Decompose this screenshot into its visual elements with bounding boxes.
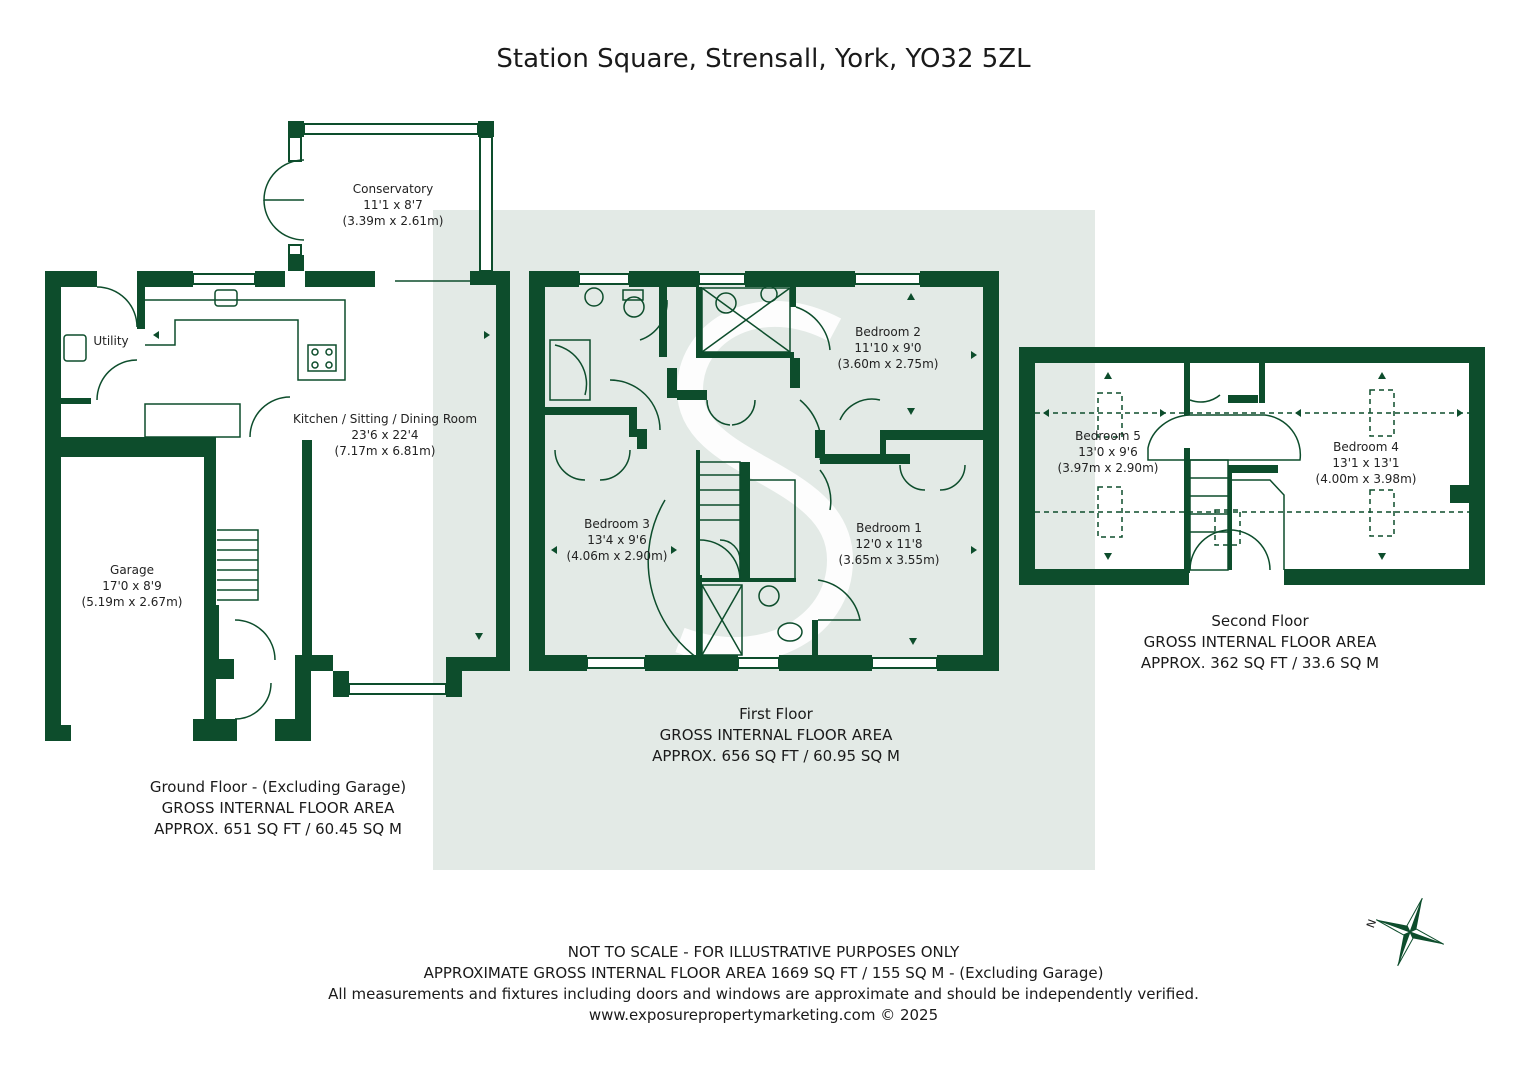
footer-scale-note: NOT TO SCALE - FOR ILLUSTRATIVE PURPOSES… bbox=[567, 943, 960, 961]
room-name: Kitchen / Sitting / Dining Room bbox=[292, 412, 478, 426]
floor-gia-label: GROSS INTERNAL FLOOR AREA bbox=[659, 726, 893, 744]
room-label-utility: Utility bbox=[86, 333, 136, 349]
room-name: Bedroom 3 bbox=[584, 517, 650, 531]
room-size-metric: (3.65m x 3.55m) bbox=[838, 553, 940, 567]
room-name: Conservatory bbox=[352, 182, 434, 196]
room-name: Bedroom 5 bbox=[1075, 429, 1141, 443]
room-label-bedroom-2: Bedroom 2 11'10 x 9'0 (3.60m x 2.75m) bbox=[828, 324, 948, 372]
room-label-conservatory: Conservatory 11'1 x 8'7 (3.39m x 2.61m) bbox=[313, 181, 473, 229]
floor-caption-first: First Floor GROSS INTERNAL FLOOR AREA AP… bbox=[616, 704, 936, 767]
room-size-imperial: 13'4 x 9'6 bbox=[587, 533, 647, 547]
footer-total-area: APPROXIMATE GROSS INTERNAL FLOOR AREA 16… bbox=[423, 964, 1104, 982]
room-size-imperial: 23'6 x 22'4 bbox=[351, 428, 419, 442]
room-label-bedroom-3: Bedroom 3 13'4 x 9'6 (4.06m x 2.90m) bbox=[557, 516, 677, 564]
logo-watermark bbox=[675, 301, 854, 663]
floor-area: APPROX. 651 SQ FT / 60.45 SQ M bbox=[154, 820, 402, 838]
floor-area: APPROX. 362 SQ FT / 33.6 SQ M bbox=[1140, 654, 1380, 672]
room-label-bedroom-5: Bedroom 5 13'0 x 9'6 (3.97m x 2.90m) bbox=[1048, 428, 1168, 476]
room-size-metric: (4.06m x 2.90m) bbox=[566, 549, 668, 563]
room-size-metric: (3.97m x 2.90m) bbox=[1057, 461, 1159, 475]
floor-name: First Floor bbox=[739, 705, 813, 723]
room-size-imperial: 13'0 x 9'6 bbox=[1078, 445, 1138, 459]
footer-disclaimer: All measurements and fixtures including … bbox=[328, 985, 1199, 1003]
compass-rose-icon bbox=[1375, 897, 1445, 967]
room-size-imperial: 17'0 x 8'9 bbox=[102, 579, 162, 593]
footer-website: www.exposurepropertymarketing.com © 2025 bbox=[588, 1006, 939, 1024]
room-name: Bedroom 4 bbox=[1333, 440, 1399, 454]
room-label-kitchen: Kitchen / Sitting / Dining Room 23'6 x 2… bbox=[280, 411, 490, 459]
floor-name: Ground Floor - (Excluding Garage) bbox=[149, 778, 407, 796]
floor-gia-label: GROSS INTERNAL FLOOR AREA bbox=[161, 799, 395, 817]
room-size-metric: (5.19m x 2.67m) bbox=[81, 595, 183, 609]
room-size-imperial: 11'10 x 9'0 bbox=[854, 341, 922, 355]
room-name: Utility bbox=[93, 334, 129, 348]
room-name: Bedroom 1 bbox=[856, 521, 922, 535]
floor-caption-second: Second Floor GROSS INTERNAL FLOOR AREA A… bbox=[1110, 611, 1410, 674]
room-size-imperial: 11'1 x 8'7 bbox=[363, 198, 423, 212]
room-size-metric: (7.17m x 6.81m) bbox=[334, 444, 436, 458]
disclaimer-footer: NOT TO SCALE - FOR ILLUSTRATIVE PURPOSES… bbox=[0, 942, 1527, 1026]
floor-area: APPROX. 656 SQ FT / 60.95 SQ M bbox=[652, 747, 900, 765]
floor-gia-label: GROSS INTERNAL FLOOR AREA bbox=[1143, 633, 1377, 651]
page-title: Station Square, Strensall, York, YO32 5Z… bbox=[496, 44, 1031, 74]
floor-name: Second Floor bbox=[1211, 612, 1309, 630]
room-size-metric: (3.39m x 2.61m) bbox=[342, 214, 444, 228]
room-size-imperial: 12'0 x 11'8 bbox=[855, 537, 923, 551]
room-name: Garage bbox=[110, 563, 154, 577]
room-name: Bedroom 2 bbox=[855, 325, 921, 339]
floor-caption-ground: Ground Floor - (Excluding Garage) GROSS … bbox=[118, 777, 438, 840]
room-size-imperial: 13'1 x 13'1 bbox=[1332, 456, 1400, 470]
room-label-bedroom-4: Bedroom 4 13'1 x 13'1 (4.00m x 3.98m) bbox=[1306, 439, 1426, 487]
room-label-bedroom-1: Bedroom 1 12'0 x 11'8 (3.65m x 3.55m) bbox=[829, 520, 949, 568]
room-size-metric: (3.60m x 2.75m) bbox=[837, 357, 939, 371]
room-label-garage: Garage 17'0 x 8'9 (5.19m x 2.67m) bbox=[72, 562, 192, 610]
room-size-metric: (4.00m x 3.98m) bbox=[1315, 472, 1417, 486]
